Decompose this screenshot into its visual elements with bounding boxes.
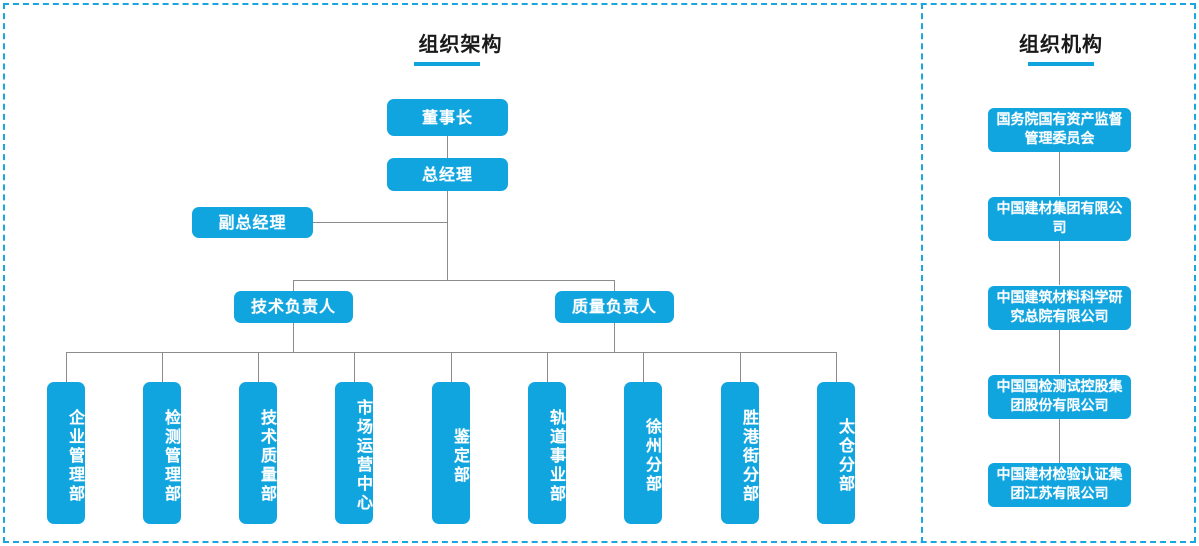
left-panel-title: 组织架构 xyxy=(418,32,503,56)
connector-institution-1-2 xyxy=(1059,152,1060,196)
node-general-manager[interactable]: 总经理 xyxy=(387,158,508,191)
node-department-5[interactable]: 鉴定部 xyxy=(432,382,470,524)
connector-to-technical-director xyxy=(293,280,294,291)
node-department-4[interactable]: 市场运营中心 xyxy=(335,382,373,524)
connector-drop-dept-2 xyxy=(162,352,163,382)
connector-quality-to-dept-bar xyxy=(614,322,615,352)
node-institution-5[interactable]: 中国建材检验认证集团江苏有限公司 xyxy=(988,463,1131,507)
connector-gm-stem xyxy=(447,189,448,280)
node-department-9[interactable]: 太仓分部 xyxy=(817,382,855,524)
node-quality-director[interactable]: 质量负责人 xyxy=(555,291,674,323)
node-department-3[interactable]: 技术质量部 xyxy=(239,382,277,524)
connector-institution-4-5 xyxy=(1059,419,1060,463)
connector-director-bar xyxy=(293,280,615,281)
node-department-7[interactable]: 徐州分部 xyxy=(624,382,662,524)
connector-drop-dept-1 xyxy=(66,352,67,382)
connector-to-quality-director xyxy=(614,280,615,291)
node-department-8[interactable]: 胜港街分部 xyxy=(721,382,759,524)
right-panel-title: 组织机构 xyxy=(1019,32,1103,56)
connector-gm-to-deputy xyxy=(312,222,448,223)
node-technical-director[interactable]: 技术负责人 xyxy=(234,291,353,323)
node-chairman[interactable]: 董事长 xyxy=(387,99,508,136)
connector-drop-dept-9 xyxy=(836,352,837,382)
node-department-1[interactable]: 企业管理部 xyxy=(47,382,85,524)
connector-institution-3-4 xyxy=(1059,330,1060,374)
connector-drop-dept-8 xyxy=(740,352,741,382)
node-institution-2[interactable]: 中国建材集团有限公司 xyxy=(988,197,1131,241)
connector-drop-dept-6 xyxy=(547,352,548,382)
node-institution-4[interactable]: 中国国检测试控股集团股份有限公司 xyxy=(988,375,1131,419)
connector-drop-dept-3 xyxy=(258,352,259,382)
connector-technical-to-dept-bar xyxy=(293,322,294,352)
left-title-underline xyxy=(414,62,480,66)
node-deputy-general-manager[interactable]: 副总经理 xyxy=(192,207,313,238)
panel-divider xyxy=(921,3,923,543)
connector-institution-2-3 xyxy=(1059,241,1060,285)
right-title-underline xyxy=(1028,62,1094,66)
node-institution-3[interactable]: 中国建筑材料科学研究总院有限公司 xyxy=(988,286,1131,330)
connector-chairman-to-gm xyxy=(447,136,448,161)
outer-dashed-frame xyxy=(3,3,1196,543)
connector-drop-dept-5 xyxy=(451,352,452,382)
node-department-6[interactable]: 轨道事业部 xyxy=(528,382,566,524)
connector-drop-dept-4 xyxy=(354,352,355,382)
node-institution-1[interactable]: 国务院国有资产监督管理委员会 xyxy=(988,108,1131,152)
node-department-2[interactable]: 检测管理部 xyxy=(143,382,181,524)
connector-drop-dept-7 xyxy=(643,352,644,382)
